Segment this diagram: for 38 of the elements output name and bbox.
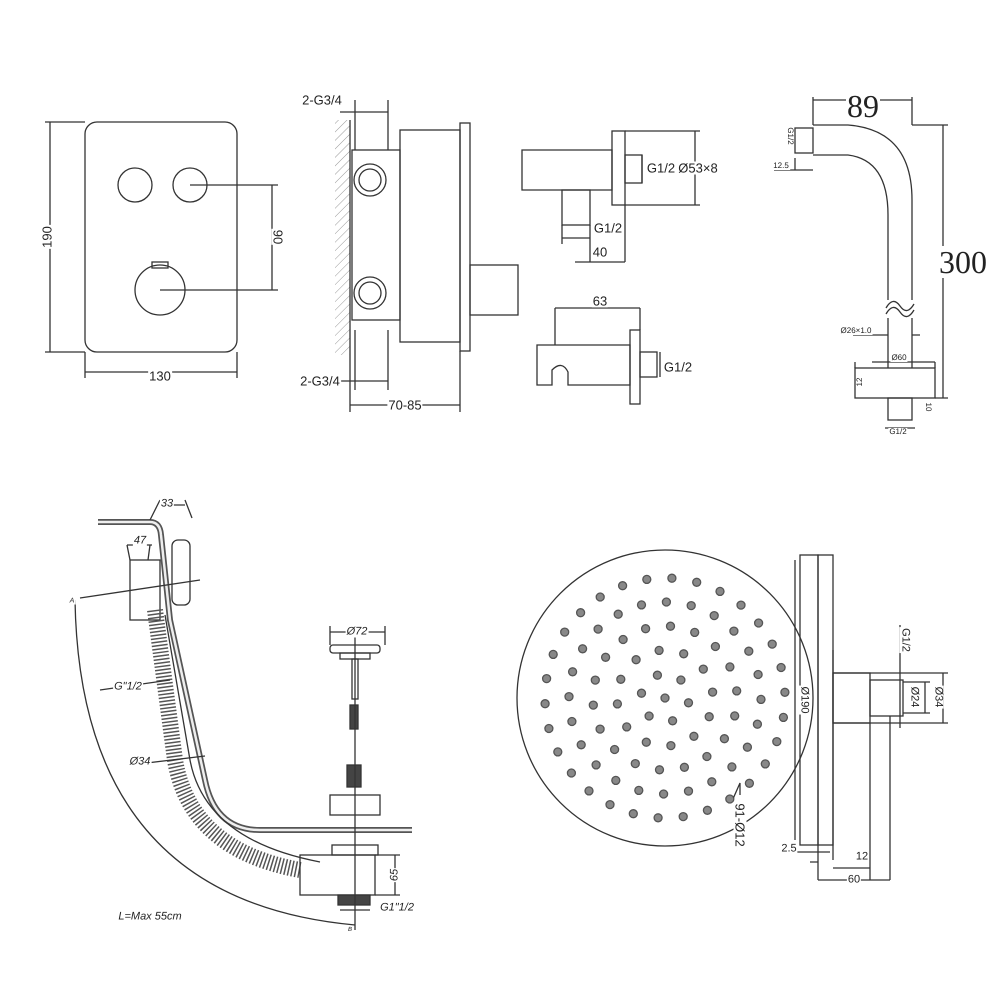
dimension-label: 190	[40, 225, 54, 249]
dimension-label: 300	[938, 246, 988, 278]
dimension-label: Ø34	[932, 686, 944, 708]
dimension-label: 63	[592, 294, 608, 308]
dimension-label: 130	[148, 370, 172, 382]
dimension-label: G"1/2	[113, 682, 143, 692]
dimension-label: G1/2	[592, 222, 624, 234]
dimension-label: Ø190	[798, 686, 810, 714]
dimension-label: G1"1/2	[379, 902, 415, 914]
dimension-label: 12	[854, 852, 870, 862]
dimension-label: 12.5	[772, 162, 790, 170]
callout-label: 91-Ø12	[734, 802, 746, 848]
dimension-label: Ø72	[346, 626, 368, 638]
dimension-label: 90	[272, 228, 284, 246]
dimension-label: G1/2	[888, 428, 908, 436]
dimension-label: 70-85	[387, 398, 423, 412]
dimension-label: Ø60	[890, 354, 908, 362]
dimension-label: Ø26×1.0	[840, 327, 872, 335]
dimension-label: Ø24	[908, 686, 920, 708]
dimension-label: 47	[132, 536, 148, 546]
dimension-label: 65	[390, 868, 400, 882]
dimension-label: Ø53×8	[677, 162, 719, 174]
dimension-label: G1/2	[786, 126, 794, 146]
dimension-label: G1/2	[662, 360, 694, 374]
dimension-label: 60	[846, 874, 862, 886]
dimension-label: 10	[924, 402, 932, 412]
dimension-label: 40	[592, 246, 608, 258]
dimension-label: 2-G3/4	[301, 94, 343, 106]
dimension-label: Ø34	[128, 756, 152, 768]
leader-line	[733, 782, 741, 798]
dimension-label: G1/2	[646, 162, 676, 174]
dimension-label: 2.5	[780, 844, 798, 854]
dimension-label: 12	[856, 376, 864, 388]
dimension-label: 2-G3/4	[299, 374, 341, 388]
spray-hole	[725, 794, 734, 804]
dimension-label: L=Max 55cm	[117, 912, 183, 922]
dimension-label: 33	[160, 498, 174, 510]
dimension-label: G1/2	[900, 627, 910, 653]
